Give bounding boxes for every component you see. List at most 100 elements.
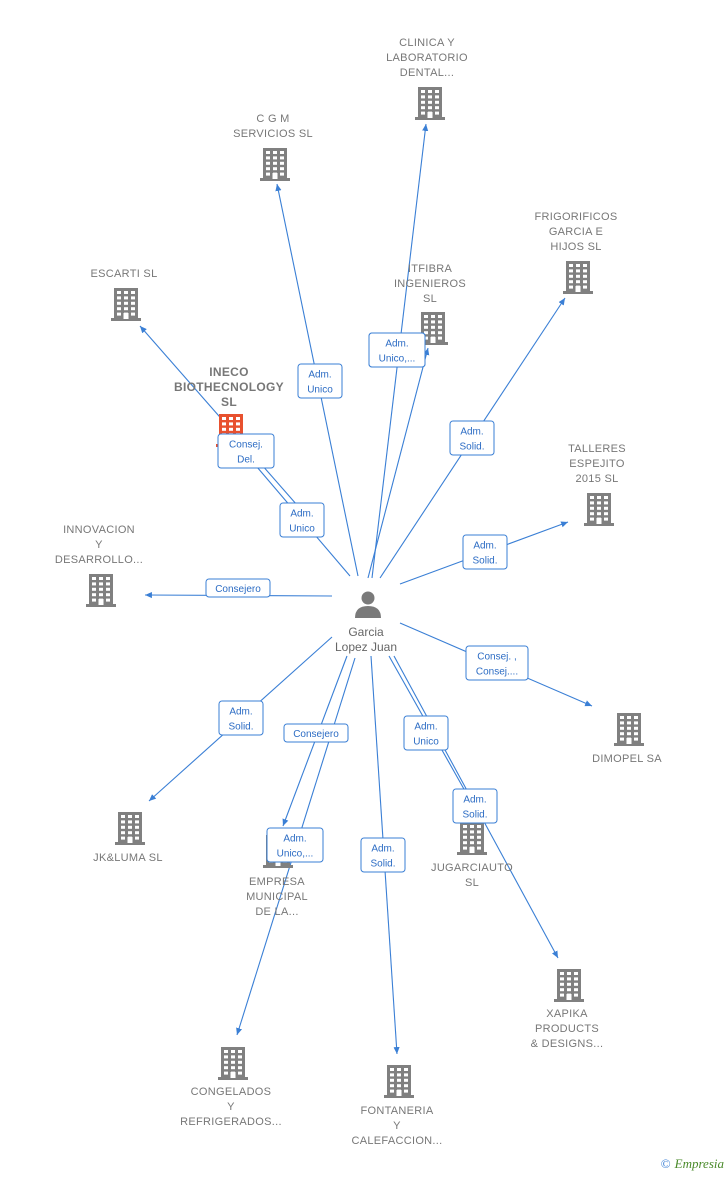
relation-label-text: Adm.: [308, 370, 331, 381]
person-icon[interactable]: [355, 591, 381, 619]
building-window: [590, 512, 594, 516]
building-window: [435, 106, 439, 110]
relation-label-box: [283, 723, 349, 743]
building-window: [266, 156, 270, 160]
building-window: [280, 172, 284, 176]
building-door: [469, 847, 475, 853]
relation-label-itfibra[interactable]: Adm.Unico,...: [368, 332, 426, 368]
building-window: [124, 301, 128, 305]
building-window: [463, 846, 467, 850]
company-label-line: DE LA...: [255, 906, 298, 918]
building-window: [567, 972, 571, 975]
relation-label-box: [368, 332, 426, 368]
building-window: [229, 427, 233, 431]
company-icon-escarti[interactable]: [111, 288, 141, 321]
relation-label-talleres[interactable]: Adm.Solid.: [462, 534, 508, 570]
copyright-icon: ©: [660, 1156, 671, 1171]
building-window: [280, 167, 284, 171]
relation-label-ineco[interactable]: Adm.Unico: [279, 502, 325, 538]
company-icon-innovacion[interactable]: [86, 574, 116, 607]
company-icon-congelados[interactable]: [218, 1047, 248, 1080]
company-icon-cgm[interactable]: [260, 148, 290, 181]
building-door: [230, 1072, 236, 1078]
company-icon-talleres[interactable]: [584, 493, 614, 526]
building-window: [236, 417, 240, 420]
company-icon-clinica[interactable]: [415, 87, 445, 120]
building-window: [424, 331, 428, 335]
building-window: [131, 296, 135, 300]
company-label-jkluma[interactable]: JK&LUMA SL: [93, 852, 163, 864]
relation-label-dimopel[interactable]: Consej. ,Consej....: [465, 645, 529, 681]
company-icon-jugarciauto[interactable]: [457, 822, 487, 855]
relation-label-jkluma[interactable]: Adm.Solid.: [218, 700, 264, 736]
relation-label-jugarciauto[interactable]: Adm.Unico: [403, 715, 449, 751]
relation-label-box: [465, 645, 529, 681]
relation-label-text: Consej. ,: [477, 652, 516, 663]
company-icon-jkluma[interactable]: [115, 812, 145, 845]
company-label-line: REFRIGERADOS...: [180, 1116, 282, 1128]
building-window: [404, 1073, 408, 1077]
building-window: [574, 988, 578, 992]
building-window: [131, 312, 135, 316]
relation-label-text: Solid.: [370, 859, 395, 870]
building-window: [583, 269, 587, 273]
company-icon-dimopel[interactable]: [614, 713, 644, 746]
brand-name: Empresia: [674, 1156, 724, 1171]
building-window: [424, 315, 428, 318]
company-label-line: BIOTHECNOLOGY: [174, 380, 284, 394]
building-window: [236, 427, 240, 431]
building-window: [222, 427, 226, 431]
building-window: [569, 274, 573, 278]
relation-label-escarti[interactable]: Consej.Del.: [217, 433, 275, 469]
relation-label-congelados[interactable]: Adm.Unico,...: [266, 827, 324, 863]
building-window: [92, 582, 96, 586]
building-door: [626, 738, 632, 744]
building-door: [427, 112, 433, 118]
building-window: [121, 815, 125, 818]
relation-label-cgm[interactable]: Adm.Unico: [297, 363, 343, 399]
building-window: [135, 820, 139, 824]
relation-label-fontaneria[interactable]: Adm.Solid.: [360, 837, 406, 873]
person-name-line: Lopez Juan: [335, 640, 397, 654]
relation-label-text: Adm.: [460, 427, 483, 438]
building-window: [470, 835, 474, 839]
relation-label-empresa[interactable]: Consejero: [283, 723, 349, 743]
building-window: [121, 825, 125, 829]
building-base: [86, 604, 116, 607]
company-icon-xapika[interactable]: [554, 969, 584, 1002]
company-icon-frigorificos[interactable]: [563, 261, 593, 294]
building-window: [569, 285, 573, 289]
building-window: [236, 422, 240, 426]
building-window: [569, 269, 573, 273]
building-base: [415, 117, 445, 120]
company-label-dimopel[interactable]: DIMOPEL SA: [592, 753, 662, 765]
building-window: [634, 732, 638, 736]
building-window: [569, 280, 573, 284]
company-label-escarti[interactable]: ESCARTI SL: [91, 268, 158, 280]
relation-label-frigorificos[interactable]: Adm.Solid.: [449, 420, 495, 456]
building-window: [576, 264, 580, 267]
relation-label-box: [266, 827, 324, 863]
relation-label-box: [462, 534, 508, 570]
company-icon-fontaneria[interactable]: [384, 1065, 414, 1098]
building-window: [99, 587, 103, 591]
relation-label-innovacion[interactable]: Consejero: [205, 578, 271, 598]
company-label-line: SL: [465, 877, 479, 889]
relation-label-xapika[interactable]: Adm.Solid.: [452, 788, 498, 824]
building-base: [384, 1095, 414, 1098]
building-window: [620, 737, 624, 741]
building-window: [238, 1066, 242, 1070]
